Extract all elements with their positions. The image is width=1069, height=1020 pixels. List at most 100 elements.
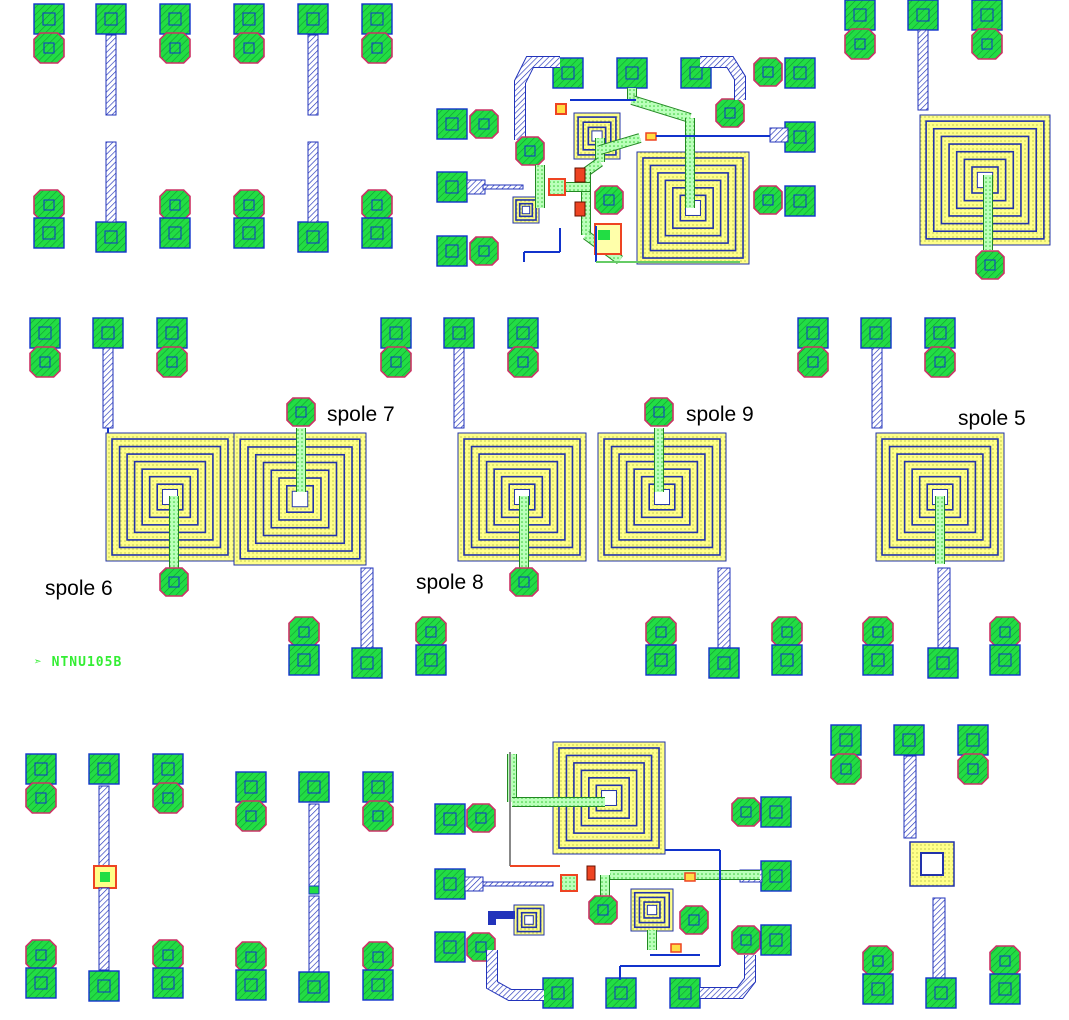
octagon-via-pad bbox=[844, 28, 876, 60]
via-contact bbox=[984, 259, 996, 271]
via-contact bbox=[999, 626, 1011, 638]
via-contact bbox=[169, 199, 181, 211]
square-pad bbox=[88, 753, 120, 785]
octagon-via-pad bbox=[286, 397, 316, 427]
coil-turn bbox=[520, 911, 538, 929]
metal-trace bbox=[903, 755, 917, 839]
pad-contact bbox=[769, 933, 783, 947]
pad-contact bbox=[307, 980, 321, 994]
via-contact bbox=[740, 806, 752, 818]
pad-contact bbox=[242, 226, 256, 240]
contact-block bbox=[560, 874, 578, 892]
metal-trace bbox=[466, 179, 486, 195]
contact-red bbox=[574, 201, 586, 217]
octagon-via-pad bbox=[25, 782, 57, 814]
square-pad bbox=[95, 221, 127, 253]
square-pad bbox=[645, 644, 677, 676]
octagon-via-pad bbox=[25, 939, 57, 971]
via-contact bbox=[655, 626, 667, 638]
via-contact bbox=[762, 194, 774, 206]
octagon-via-pad bbox=[830, 753, 862, 785]
via-contact bbox=[371, 42, 383, 54]
pad-contact bbox=[871, 982, 885, 996]
pad-contact bbox=[516, 326, 530, 340]
pad-contact bbox=[242, 12, 256, 26]
square-pad bbox=[862, 644, 894, 676]
octagon-via-pad bbox=[594, 185, 624, 215]
pad-contact bbox=[806, 326, 820, 340]
octagon-via-pad bbox=[753, 185, 783, 215]
via-contact bbox=[245, 810, 257, 822]
square-pad bbox=[844, 0, 876, 31]
via-contact bbox=[781, 626, 793, 638]
pad-contact bbox=[104, 12, 118, 26]
square-pad bbox=[760, 924, 792, 956]
pad-contact bbox=[980, 8, 994, 22]
pad-contact bbox=[443, 877, 457, 891]
contact-block bbox=[548, 178, 566, 196]
pad-contact bbox=[678, 986, 692, 1000]
octagon-via-pad bbox=[233, 32, 265, 64]
square-pad bbox=[784, 121, 816, 153]
metal-trace bbox=[917, 29, 929, 111]
metal-trace bbox=[98, 785, 110, 867]
pad-contact bbox=[614, 986, 628, 1000]
via-contact bbox=[372, 951, 384, 963]
square-pad bbox=[436, 235, 468, 267]
octagon-via-pad bbox=[679, 905, 709, 935]
via-contact bbox=[166, 356, 178, 368]
pad-contact bbox=[168, 12, 182, 26]
pad-contact bbox=[443, 812, 457, 826]
via-contact bbox=[967, 763, 979, 775]
pad-contact bbox=[104, 230, 118, 244]
octagon-via-pad bbox=[156, 346, 188, 378]
via-contact bbox=[597, 904, 609, 916]
square-pad bbox=[797, 317, 829, 349]
metal-trace bbox=[937, 567, 951, 651]
via-contact bbox=[372, 810, 384, 822]
square-pad bbox=[957, 724, 989, 756]
pad-contact bbox=[161, 762, 175, 776]
octagon-via-pad bbox=[731, 797, 761, 827]
square-pad bbox=[297, 221, 329, 253]
pad-contact bbox=[780, 653, 794, 667]
octagon-via-pad bbox=[152, 939, 184, 971]
chip-id-label: ➣ NTNU105B bbox=[34, 655, 122, 670]
pad-contact bbox=[998, 982, 1012, 996]
octagon-via-pad bbox=[159, 189, 191, 221]
pad-contact bbox=[101, 326, 115, 340]
pad-contact bbox=[370, 12, 384, 26]
pad-contact bbox=[689, 66, 703, 80]
pad-contact bbox=[853, 8, 867, 22]
via-contact bbox=[854, 38, 866, 50]
octagon-via-pad bbox=[731, 925, 761, 955]
pad-contact bbox=[933, 326, 947, 340]
pad-contact bbox=[445, 180, 459, 194]
pad-contact bbox=[769, 805, 783, 819]
pad-contact bbox=[42, 12, 56, 26]
square-pad bbox=[152, 753, 184, 785]
octagon-via-pad bbox=[415, 616, 447, 648]
pad-contact bbox=[97, 762, 111, 776]
square-pad bbox=[380, 317, 412, 349]
octagon-via-pad bbox=[380, 346, 412, 378]
pad-contact bbox=[161, 976, 175, 990]
via-contact bbox=[762, 66, 774, 78]
metal-trace bbox=[360, 567, 374, 651]
square-pad bbox=[784, 57, 816, 89]
square-pad bbox=[233, 3, 265, 35]
coil-center bbox=[521, 205, 531, 215]
via-contact bbox=[298, 626, 310, 638]
square-pad bbox=[233, 217, 265, 249]
via-contact bbox=[603, 194, 615, 206]
square-pad bbox=[616, 57, 648, 89]
square-pad bbox=[708, 647, 740, 679]
pad-contact bbox=[34, 762, 48, 776]
square-pad bbox=[235, 771, 267, 803]
metal-trace bbox=[102, 347, 114, 429]
metal-bend bbox=[515, 57, 560, 140]
square-pad bbox=[25, 967, 57, 999]
pad-contact bbox=[297, 653, 311, 667]
octagon-via-pad bbox=[235, 941, 267, 973]
